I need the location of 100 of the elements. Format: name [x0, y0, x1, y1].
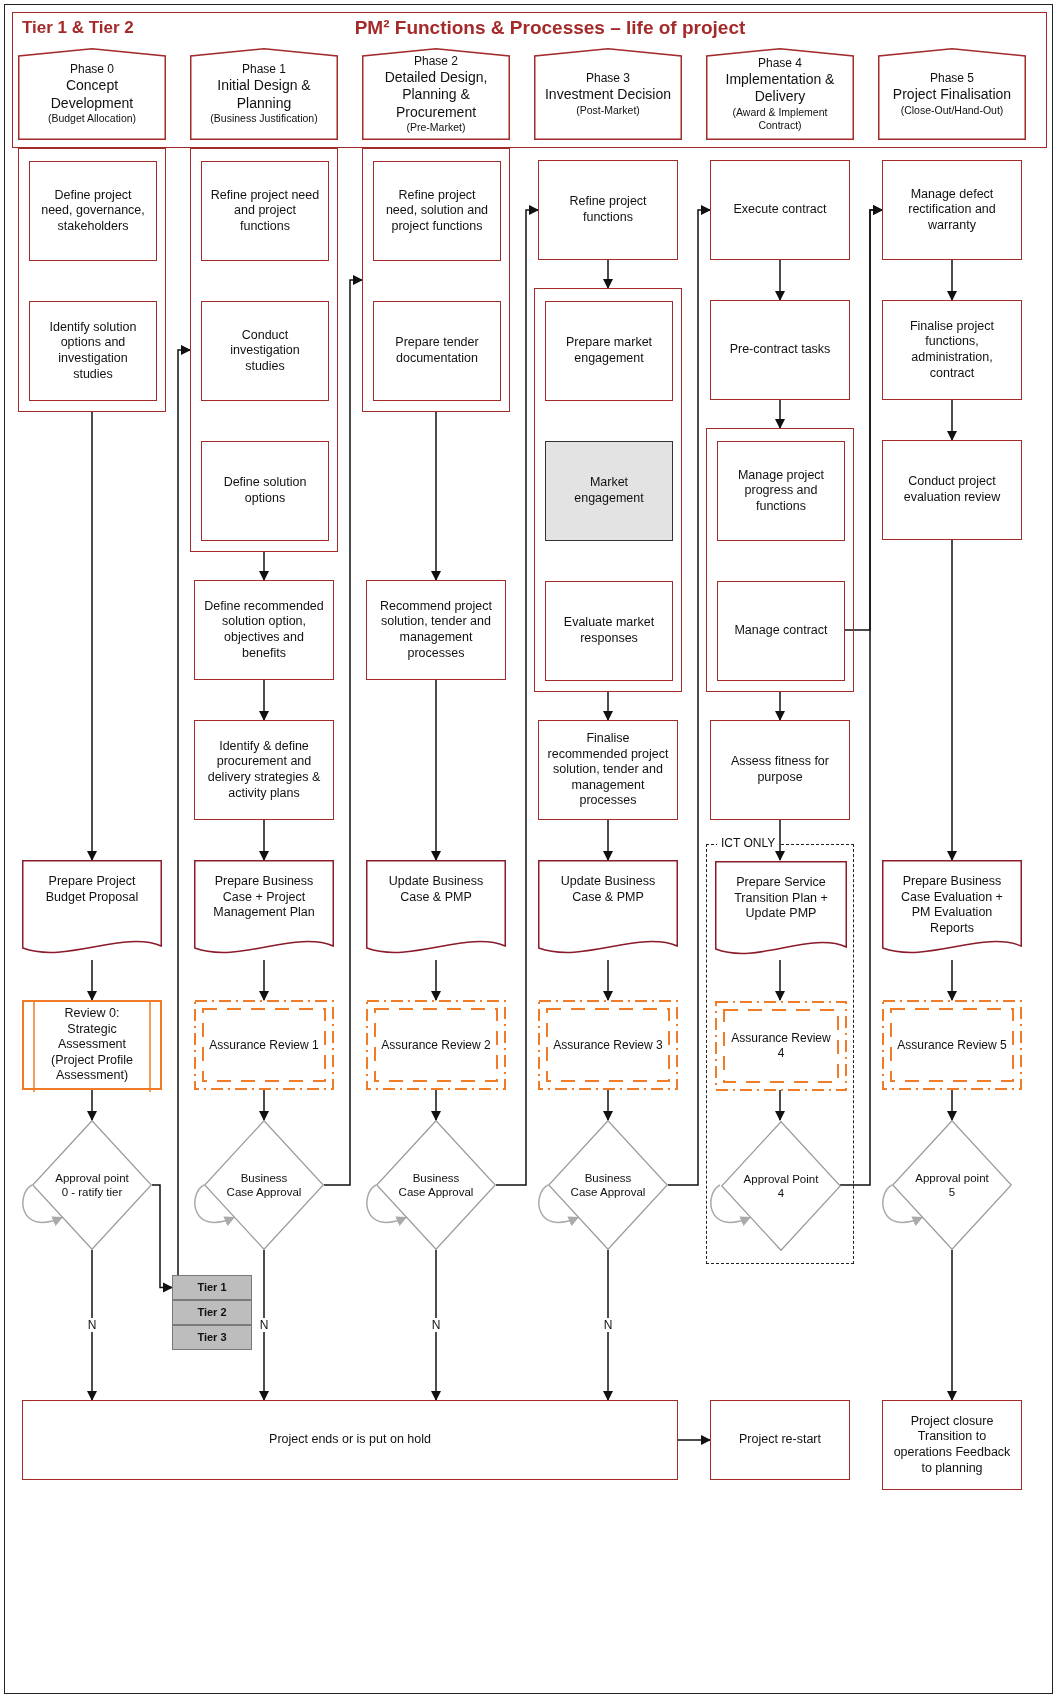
arrow	[946, 399, 958, 442]
arrow	[258, 1249, 270, 1402]
phase-number: Phase 4	[756, 55, 803, 71]
phase-subtitle: (Post-Market)	[575, 103, 641, 117]
arrow	[258, 819, 270, 862]
arrow	[258, 1089, 270, 1122]
process-box: Manage defect rectification and warranty	[882, 160, 1022, 260]
arrow	[430, 679, 442, 862]
loop-arrow	[194, 1184, 235, 1226]
review-box: Assurance Review 3	[538, 1000, 678, 1090]
arrow	[430, 959, 442, 1002]
review-box: Assurance Review 5	[882, 1000, 1022, 1090]
arrow	[86, 411, 98, 862]
arrow	[430, 1089, 442, 1122]
subroutine-box: Review 0: Strategic Assessment (Project Profile Assessment)	[22, 1000, 162, 1090]
group-box	[362, 148, 510, 412]
phase-header	[878, 48, 1026, 140]
diagram-title: PM² Functions & Processes – life of project	[353, 17, 747, 39]
phase-name: Detailed Design, Planning & Procurement	[383, 68, 489, 122]
arrow	[946, 1089, 958, 1122]
process-box: Conduct investigation studies	[201, 301, 329, 401]
process-box: Manage contract	[717, 581, 845, 681]
arrow	[774, 259, 786, 302]
group-box	[190, 148, 338, 552]
loop-arrow	[710, 1184, 751, 1226]
phase-number: Phase 0	[68, 62, 115, 78]
edge-label: N	[601, 1318, 615, 1332]
arrow	[843, 204, 884, 631]
phase-number: Phase 2	[412, 53, 459, 69]
arrow	[495, 204, 540, 1186]
phase-header	[706, 48, 854, 140]
process-box: Project ends or is put on hold	[22, 1400, 678, 1480]
phase-name: Implementation & Delivery	[724, 70, 836, 106]
arrow	[151, 1184, 174, 1293]
arrow	[323, 274, 364, 1186]
process-box: Define recommended solution option, objectives and benefits	[194, 580, 334, 680]
process-box: Conduct project evaluation review	[882, 440, 1022, 540]
group-box	[706, 428, 854, 692]
phase-header	[362, 48, 510, 140]
process-box: Prepare tender documentation	[373, 301, 501, 401]
tier-tab: Tier 3	[172, 1325, 252, 1350]
phase-name: Concept Development	[49, 77, 135, 113]
arrow	[430, 1249, 442, 1402]
arrow	[602, 259, 614, 290]
decision-diamond: Approval Point 4	[721, 1121, 841, 1251]
arrow	[258, 959, 270, 1002]
decision-diamond: Approval point 0 - ratify tier	[32, 1120, 152, 1250]
process-box: Define project need, governance, stakeholders	[29, 161, 157, 261]
arrow	[602, 819, 614, 862]
process-box: Project re-start	[710, 1400, 850, 1480]
arrow	[774, 691, 786, 722]
loop-arrow	[366, 1184, 407, 1226]
arrow	[430, 411, 442, 582]
arrow	[774, 399, 786, 430]
arrow	[602, 959, 614, 1002]
arrow	[602, 1089, 614, 1122]
process-box: Identify solution options and investigation studies	[29, 301, 157, 401]
arrow	[667, 204, 712, 1186]
phase-header	[190, 48, 338, 140]
arrow	[946, 1249, 958, 1402]
phase-number: Phase 1	[240, 62, 287, 78]
arrow	[946, 539, 958, 862]
loop-arrow	[22, 1184, 63, 1226]
decision-diamond: Business Case Approval	[204, 1120, 324, 1250]
process-box: Identify & define procurement and delivery strategies & activity plans	[194, 720, 334, 820]
edge-label: N	[85, 1318, 99, 1332]
edge-label: N	[429, 1318, 443, 1332]
review-box: Assurance Review 2	[366, 1000, 506, 1090]
arrow	[602, 691, 614, 722]
arrow	[774, 819, 786, 862]
arrow	[774, 959, 786, 1002]
tier-tab: Tier 1	[172, 1275, 252, 1300]
phase-header	[534, 48, 682, 140]
decision-diamond: Business Case Approval	[376, 1120, 496, 1250]
arrow	[258, 679, 270, 722]
process-box: Evaluate market responses	[545, 581, 673, 681]
loop-arrow	[538, 1184, 579, 1226]
process-box: Refine project need and project functions	[201, 161, 329, 261]
phase-subtitle: (Close-Out/Hand-Out)	[899, 103, 1005, 117]
phase-subtitle: (Business Justification)	[209, 112, 319, 126]
group-box	[534, 288, 682, 692]
process-box: Finalise project functions, administration, contract	[882, 300, 1022, 400]
arrow	[86, 959, 98, 1002]
phase-number: Phase 3	[584, 71, 631, 87]
decision-diamond: Business Case Approval	[548, 1120, 668, 1250]
process-box: Refine project functions	[538, 160, 678, 260]
arrow	[86, 1249, 98, 1402]
tier-label: Tier 1 & Tier 2	[22, 18, 134, 38]
process-box: Refine project need, solution and project functions	[373, 161, 501, 261]
process-box: Project closure Transition to operations Feedback to planning	[882, 1400, 1022, 1490]
phase-header	[18, 48, 166, 140]
edge-label: N	[257, 1318, 271, 1332]
group-box	[18, 148, 166, 412]
phase-name: Investment Decision	[543, 86, 673, 104]
process-box: Assess fitness for purpose	[710, 720, 850, 820]
arrow	[602, 1249, 614, 1402]
loop-arrow	[882, 1184, 923, 1226]
arrow	[258, 551, 270, 582]
process-box: Finalise recommended project solution, tender and management processes	[538, 720, 678, 820]
phase-subtitle: (Pre-Market)	[405, 121, 467, 135]
